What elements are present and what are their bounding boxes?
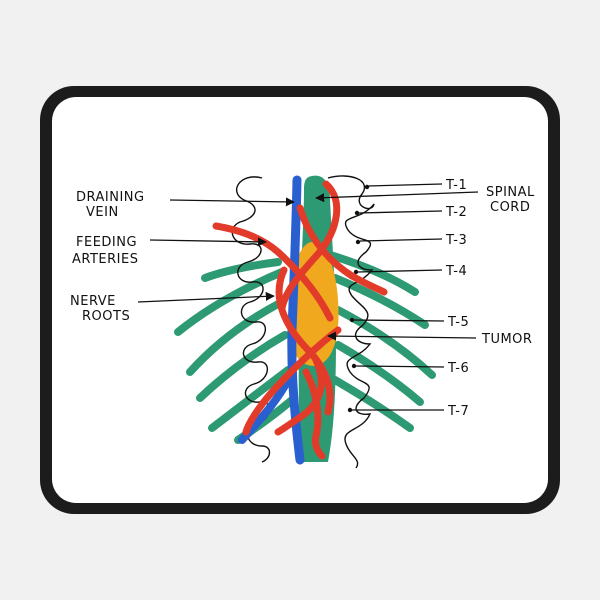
nerve-root-left-1 <box>201 258 282 282</box>
label-spinal-cord: SPINAL CORD <box>486 185 535 215</box>
arrow-feeding-arteries <box>149 237 267 247</box>
label-t3: T-3 <box>445 233 467 248</box>
label-nerve-roots: NERVE ROOTS <box>70 294 130 324</box>
nerve-roots <box>174 251 436 444</box>
line-t1 <box>367 183 443 187</box>
line-t2 <box>357 210 443 214</box>
feeding-arteries <box>212 180 388 460</box>
vertebrae-outline-right <box>327 175 375 469</box>
feeding-artery-5 <box>242 326 342 436</box>
nerve-root-right-5 <box>331 376 414 432</box>
vertebra-dot-t1 <box>364 184 370 190</box>
label-tumor: TUMOR <box>481 332 532 347</box>
nerve-root-left-4 <box>196 331 289 402</box>
vertebra-dot-t3 <box>355 239 361 245</box>
vertebra-dot-t7 <box>347 407 353 413</box>
vertebra-labels: T-1 T-2 T-3 T-4 T-5 T-6 T-7 <box>445 178 469 419</box>
label-t4: T-4 <box>445 264 467 279</box>
label-t6: T-6 <box>447 361 469 376</box>
nerve-root-left-5 <box>208 366 292 432</box>
label-nerve-roots-line1: NERVE <box>70 294 116 309</box>
line-t6 <box>355 365 445 368</box>
label-feeding-arteries-line1: FEEDING <box>76 235 137 250</box>
nerve-root-right-2 <box>331 274 429 329</box>
line-t4 <box>357 269 443 273</box>
line-t5 <box>353 319 445 322</box>
vertebra-dot-t5 <box>349 317 355 323</box>
pointer-lines <box>137 183 479 411</box>
feeding-artery-3 <box>296 204 388 296</box>
feeding-artery-2 <box>278 180 341 312</box>
label-t5: T-5 <box>447 315 469 330</box>
line-t3 <box>359 238 443 242</box>
arrow-tumor <box>327 331 477 341</box>
nerve-root-left-3 <box>186 298 286 376</box>
label-t7: T-7 <box>447 404 469 419</box>
feeding-artery-7 <box>302 368 326 460</box>
label-spinal-cord-line1: SPINAL <box>486 185 535 200</box>
vertebra-dot-t4 <box>353 269 359 275</box>
label-spinal-cord-line2: CORD <box>490 200 530 215</box>
feeding-artery-6 <box>274 356 325 436</box>
arrow-spinal-cord <box>315 191 479 203</box>
label-nerve-roots-line2: ROOTS <box>82 309 130 324</box>
label-t2: T-2 <box>445 205 467 220</box>
arrow-draining-vein <box>169 197 295 207</box>
label-feeding-arteries: FEEDING ARTERIES <box>72 235 138 267</box>
label-draining-vein-line1: DRAINING <box>76 190 145 205</box>
vertebra-dot-t6 <box>351 363 357 369</box>
feeding-artery-1 <box>212 222 334 322</box>
arrow-nerve-roots <box>137 291 275 303</box>
label-draining-vein: DRAINING VEIN <box>76 190 145 220</box>
label-feeding-arteries-line2: ARTERIES <box>72 252 138 267</box>
nerve-root-right-4 <box>334 341 424 406</box>
label-draining-vein-line2: VEIN <box>86 205 119 220</box>
label-t1: T-1 <box>445 178 467 193</box>
nerve-root-left-2 <box>174 268 286 336</box>
